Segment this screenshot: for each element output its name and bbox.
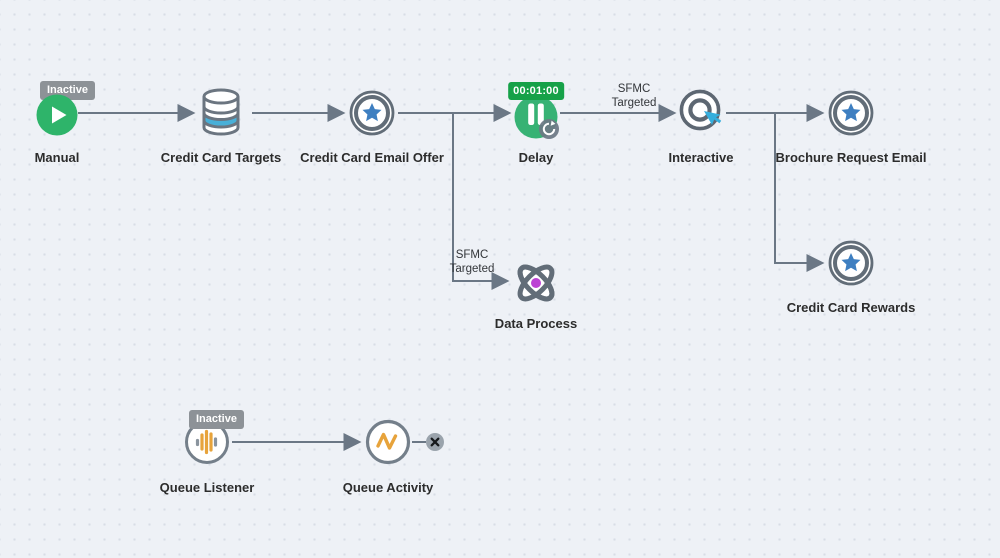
node-data-process[interactable]: Data Process	[495, 257, 577, 331]
remove-button[interactable]	[426, 433, 444, 451]
node-interactive[interactable]: Interactive	[668, 89, 734, 165]
node-label: Queue Activity	[342, 480, 434, 495]
node-label: Credit Card Email Offer	[300, 150, 444, 165]
node-label: Interactive	[668, 150, 734, 165]
pulse-icon	[365, 419, 411, 470]
node-label: Data Process	[494, 316, 578, 331]
inactive-badge: Inactive	[189, 410, 244, 429]
repeat-icon	[539, 119, 559, 144]
node-queue-listener[interactable]: Inactive Queue Listener	[160, 410, 254, 495]
target-cursor-icon	[678, 89, 724, 140]
node-manual[interactable]: Inactive Manual	[35, 81, 95, 165]
node-label: Credit Card Rewards	[786, 300, 916, 315]
node-credit-card-email-offer[interactable]: Credit Card Email Offer	[300, 90, 444, 165]
node-brochure-request-email[interactable]: Brochure Request Email	[776, 90, 927, 165]
node-label: Delay	[518, 150, 554, 165]
atom-icon	[510, 257, 562, 314]
edge-label-sfmc-targeted: SFMC Targeted	[449, 249, 495, 275]
audio-bars-icon	[184, 419, 230, 470]
star-circle-icon	[828, 90, 874, 141]
edge-branch-to-rewards	[774, 113, 825, 272]
node-credit-card-targets[interactable]: Credit Card Targets	[161, 87, 281, 165]
node-delay[interactable]: 00:01:00 Delay	[508, 82, 564, 165]
edge-label-sfmc-targeted: SFMC Targeted	[611, 83, 657, 109]
star-circle-icon	[349, 90, 395, 141]
star-circle-icon	[828, 240, 874, 291]
node-label: Brochure Request Email	[775, 150, 927, 165]
node-label: Credit Card Targets	[160, 150, 282, 165]
delay-timer-badge: 00:01:00	[508, 82, 564, 100]
close-icon	[430, 437, 440, 447]
database-icon	[198, 87, 244, 142]
node-queue-activity[interactable]: Queue Activity	[343, 419, 433, 495]
node-label: Manual	[34, 150, 80, 165]
node-label: Queue Listener	[159, 480, 255, 495]
node-credit-card-rewards[interactable]: Credit Card Rewards	[787, 240, 915, 315]
edge-branch-to-data-process	[452, 113, 510, 290]
play-icon	[36, 94, 78, 141]
